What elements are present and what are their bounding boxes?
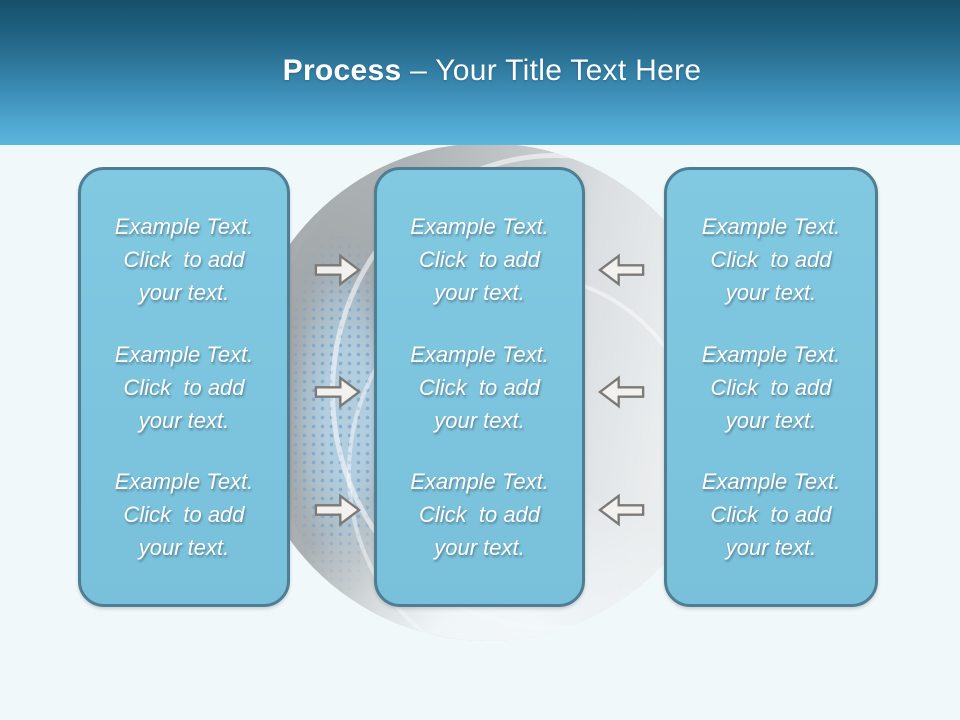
arrow-left-icon[interactable] (598, 375, 645, 409)
arrow-left-icon[interactable] (598, 493, 645, 527)
title-bar: Process – Your Title Text Here (0, 0, 960, 145)
placeholder-text[interactable]: Example Text. Click to add your text. (410, 468, 549, 560)
placeholder-text[interactable]: Example Text. Click to add your text. (701, 341, 841, 433)
arrow-left-icon[interactable] (598, 253, 645, 287)
title-keyword: Process (282, 54, 402, 87)
placeholder-text[interactable]: Example Text. Click to add your text. (701, 468, 841, 560)
placeholder-text[interactable]: Example Text. Click to add your text. (410, 341, 549, 433)
title-rest: – Your Title Text Here (401, 54, 702, 87)
arrow-right-icon[interactable] (314, 253, 361, 287)
placeholder-text[interactable]: Example Text. Click to add your text. (114, 341, 254, 433)
process-box-middle[interactable]: Example Text. Click to add your text. Ex… (374, 167, 585, 607)
arrow-right-icon[interactable] (314, 493, 361, 527)
process-box-right[interactable]: Example Text. Click to add your text. Ex… (664, 167, 878, 607)
arrow-right-icon[interactable] (314, 375, 361, 409)
placeholder-text[interactable]: Example Text. Click to add your text. (114, 468, 254, 560)
placeholder-text[interactable]: Example Text. Click to add your text. (701, 214, 841, 306)
process-box-left[interactable]: Example Text. Click to add your text. Ex… (78, 167, 290, 607)
placeholder-text[interactable]: Example Text. Click to add your text. (410, 214, 549, 306)
slide-title[interactable]: Process – Your Title Text Here (12, 54, 960, 88)
placeholder-text[interactable]: Example Text. Click to add your text. (114, 214, 254, 306)
